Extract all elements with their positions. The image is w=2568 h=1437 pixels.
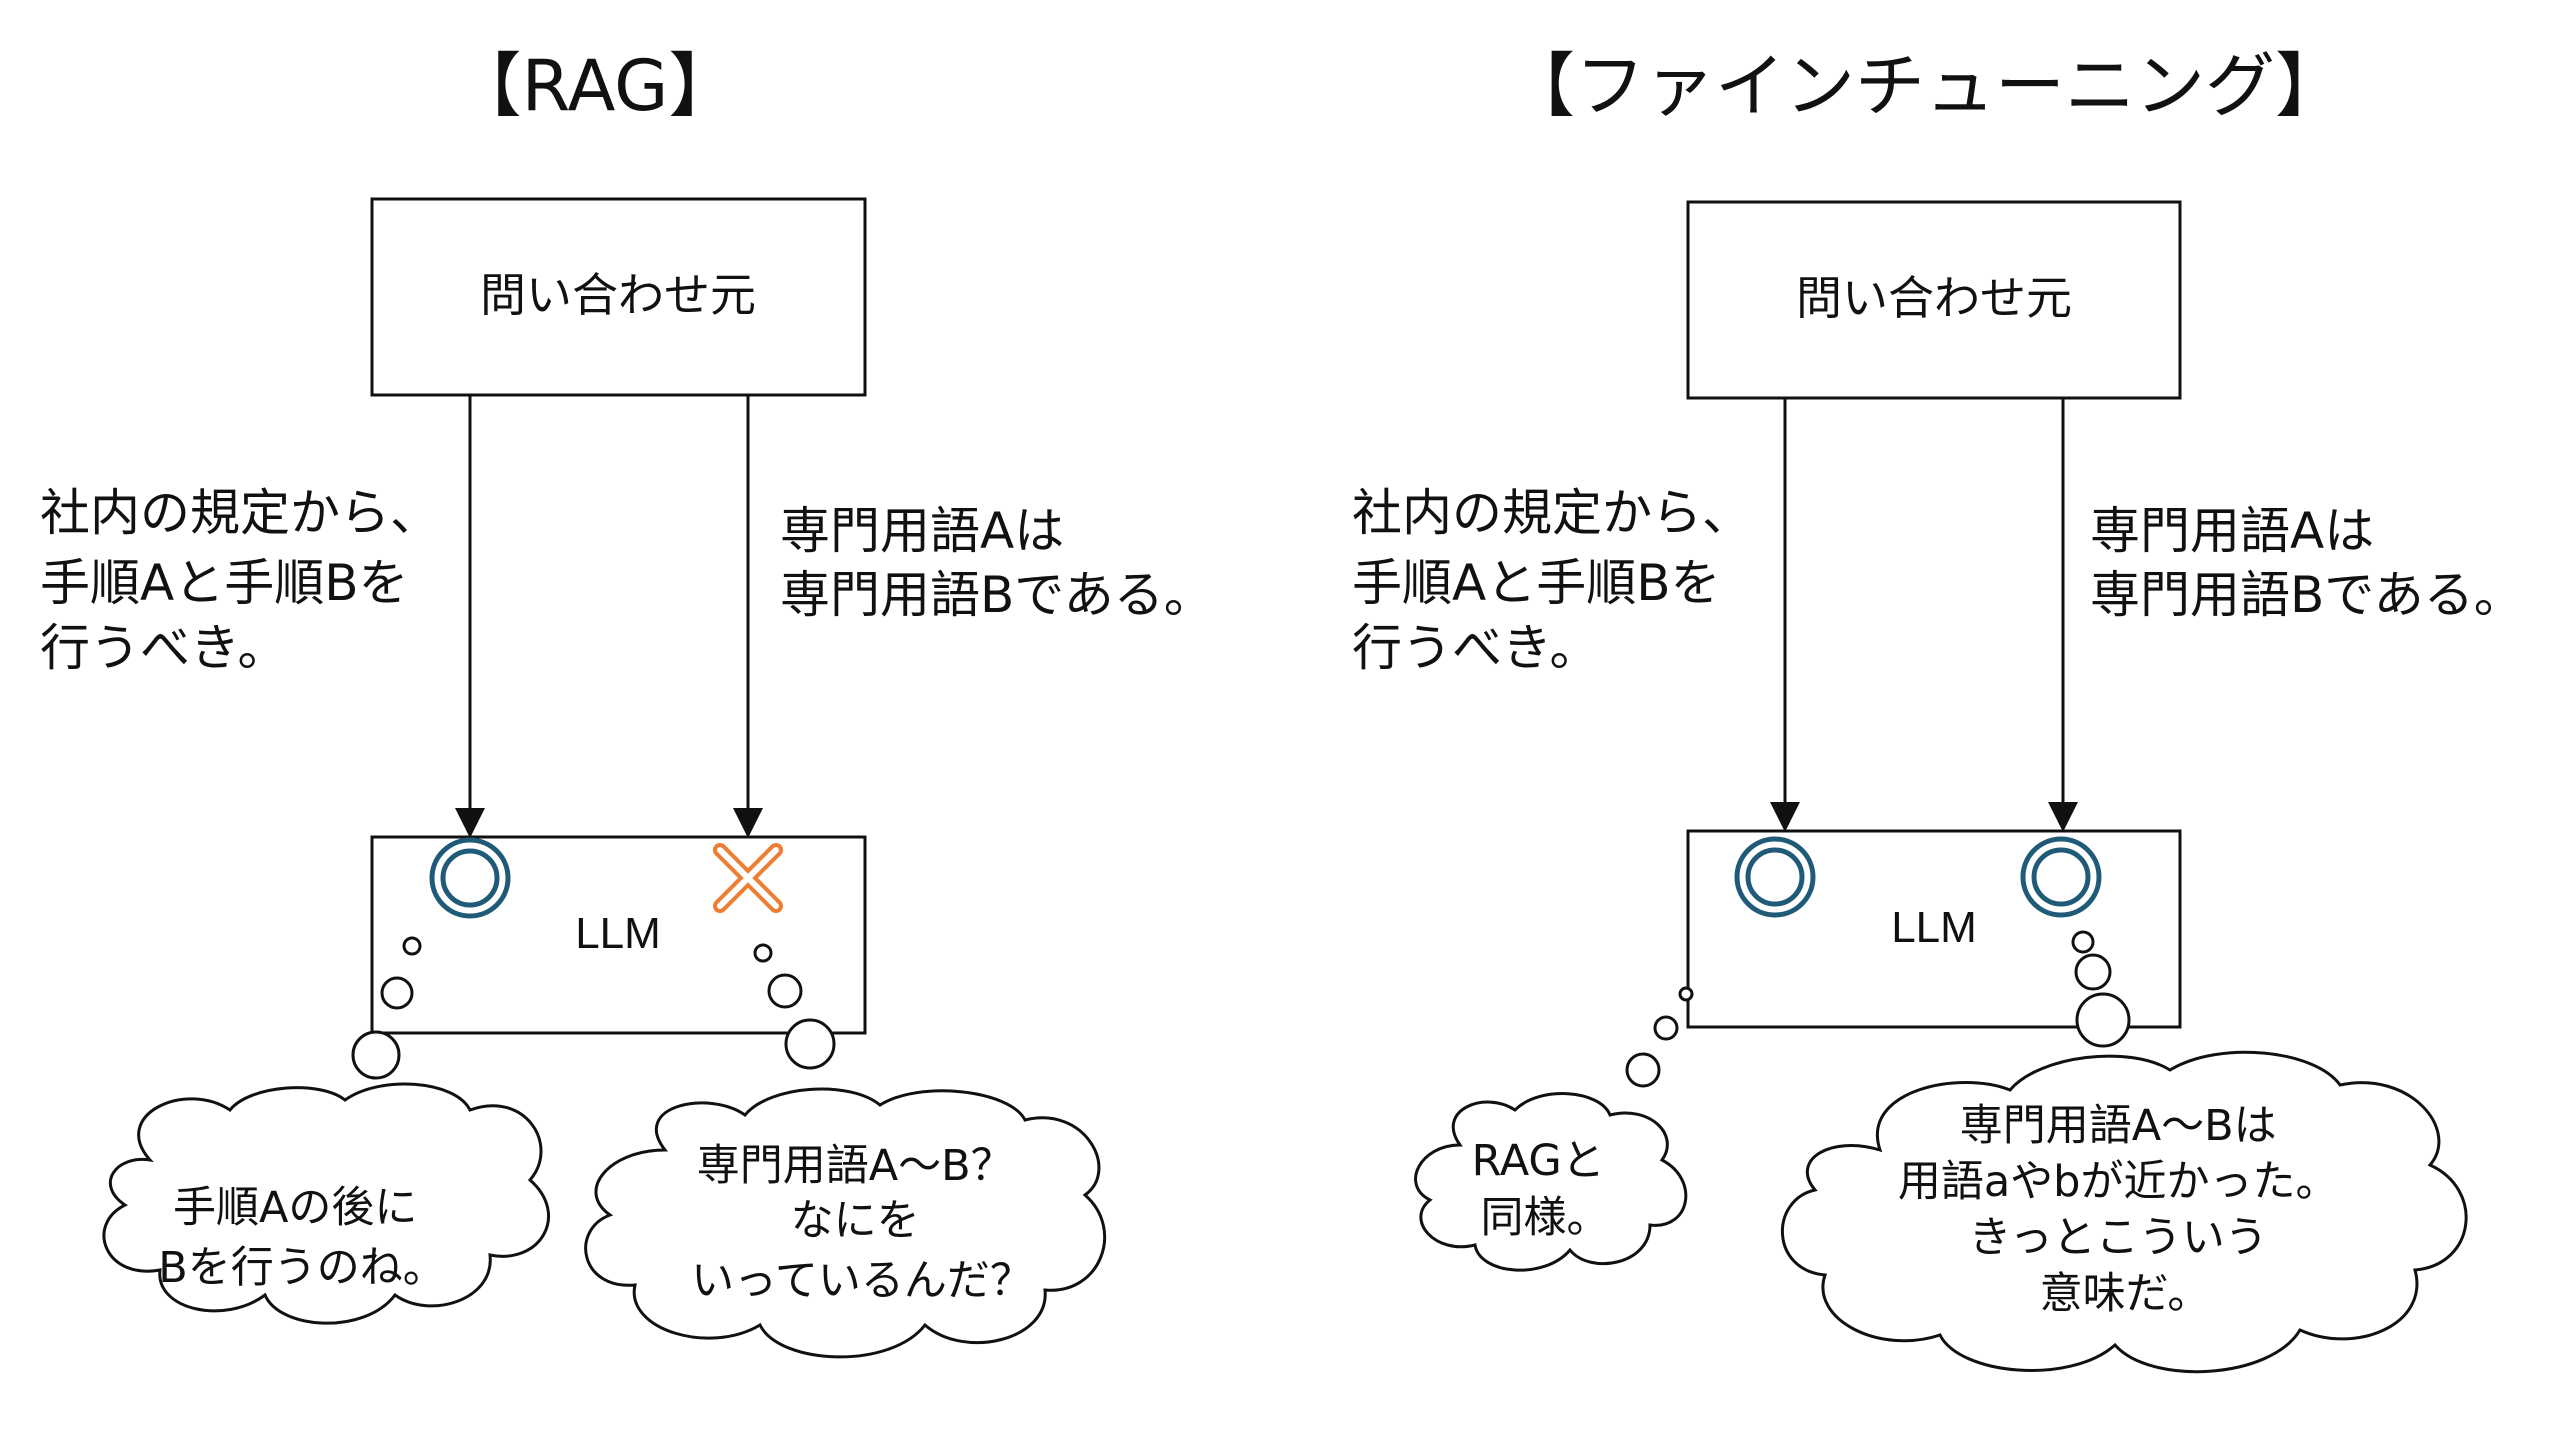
finetune-right-label: 専門用語Aは 専門用語Bである。 <box>2090 502 2524 624</box>
finetune-title: 【ファインチューニング】 <box>1505 45 2345 127</box>
rag-right-thought-cloud <box>584 1087 1107 1359</box>
finetune-panel: 【ファインチューニング】 問い合わせ元 社内の規定から、 手順Aと手順Bを 行う… <box>1352 45 2524 1374</box>
rag-left-thought-line: Bを行うのね。 <box>158 1243 446 1293</box>
finetune-source-box-label: 問い合わせ元 <box>1796 271 2072 325</box>
finetune-right-thought-line: きっとこういう <box>1969 1213 2268 1263</box>
rag-right-thought-line: なにを <box>791 1196 920 1246</box>
rag-left-label-line: 社内の規定から、 <box>40 484 440 542</box>
rag-source-box-label: 問い合わせ元 <box>480 268 756 322</box>
finetune-source-box <box>1686 200 2182 400</box>
finetune-right-label-line: 専門用語Bである。 <box>2090 566 2524 624</box>
finetune-right-thought-line: 意味だ。 <box>2040 1269 2211 1319</box>
rag-title: 【RAG】 <box>452 45 739 127</box>
rag-panel: 【RAG】 問い合わせ元 社内の規定から、 手順Aと手順Bを 行うべき。 専門用… <box>40 45 1214 1359</box>
double-circle-icon <box>2020 836 2102 918</box>
rag-left-label-line: 手順Aと手順Bを <box>40 554 409 612</box>
finetune-left-label: 社内の規定から、 手順Aと手順Bを 行うべき。 <box>1352 484 1768 677</box>
finetune-left-thought-cloud <box>1414 1092 1688 1272</box>
finetune-left-label-line: 社内の規定から、 <box>1352 484 1752 542</box>
finetune-left-thought-trail <box>1625 986 1694 1088</box>
finetune-left-label-line: 行うべき。 <box>1352 619 1600 677</box>
rag-right-thought-line: いっているんだ？ <box>691 1256 1033 1306</box>
rag-source-box <box>370 197 867 397</box>
rag-right-thought-text: 専門用語A～B？ なにを いっているんだ？ <box>691 1141 1033 1306</box>
finetune-llm-label: LLM <box>1891 903 1977 952</box>
rag-right-label-line: 専門用語Bである。 <box>780 566 1214 624</box>
rag-right-thought-trail <box>753 943 836 1070</box>
rag-left-label-line: 行うべき。 <box>40 619 288 677</box>
finetune-right-thought-trail <box>2071 930 2131 1048</box>
finetune-left-label-line: 手順Aと手順Bを <box>1352 554 1721 612</box>
rag-left-thought-line: 手順Aの後に <box>173 1183 417 1233</box>
finetune-left-thought-line: RAGと <box>1472 1136 1605 1186</box>
finetune-left-thought-line: 同様。 <box>1481 1193 1610 1243</box>
rag-right-thought-line: 専門用語A～B？ <box>697 1141 1014 1191</box>
finetune-right-label-line: 専門用語Aは <box>2090 502 2374 560</box>
finetune-right-thought-text: 専門用語A～Bは 用語aやbが近かった。 きっとこういう 意味だ。 <box>1898 1101 2352 1319</box>
double-circle-icon <box>429 837 511 919</box>
rag-right-label: 専門用語Aは 専門用語Bである。 <box>780 502 1214 624</box>
finetune-right-thought-line: 専門用語A～Bは <box>1960 1101 2277 1151</box>
rag-left-thought-text: 手順Aの後に Bを行うのね。 <box>158 1183 446 1293</box>
rag-right-label-line: 専門用語Aは <box>780 502 1064 560</box>
rag-left-label: 社内の規定から、 手順Aと手順Bを 行うべき。 <box>40 484 456 677</box>
rag-left-thought-cloud <box>102 1082 550 1325</box>
finetune-right-thought-cloud <box>1781 1050 2468 1374</box>
finetune-right-thought-line: 用語aやbが近かった。 <box>1898 1157 2339 1207</box>
double-circle-icon <box>1734 836 1816 918</box>
rag-left-thought-trail <box>351 936 422 1080</box>
finetune-left-thought-text: RAGと 同様。 <box>1472 1136 1619 1243</box>
rag-llm-label: LLM <box>575 909 661 958</box>
cross-icon <box>713 843 783 913</box>
